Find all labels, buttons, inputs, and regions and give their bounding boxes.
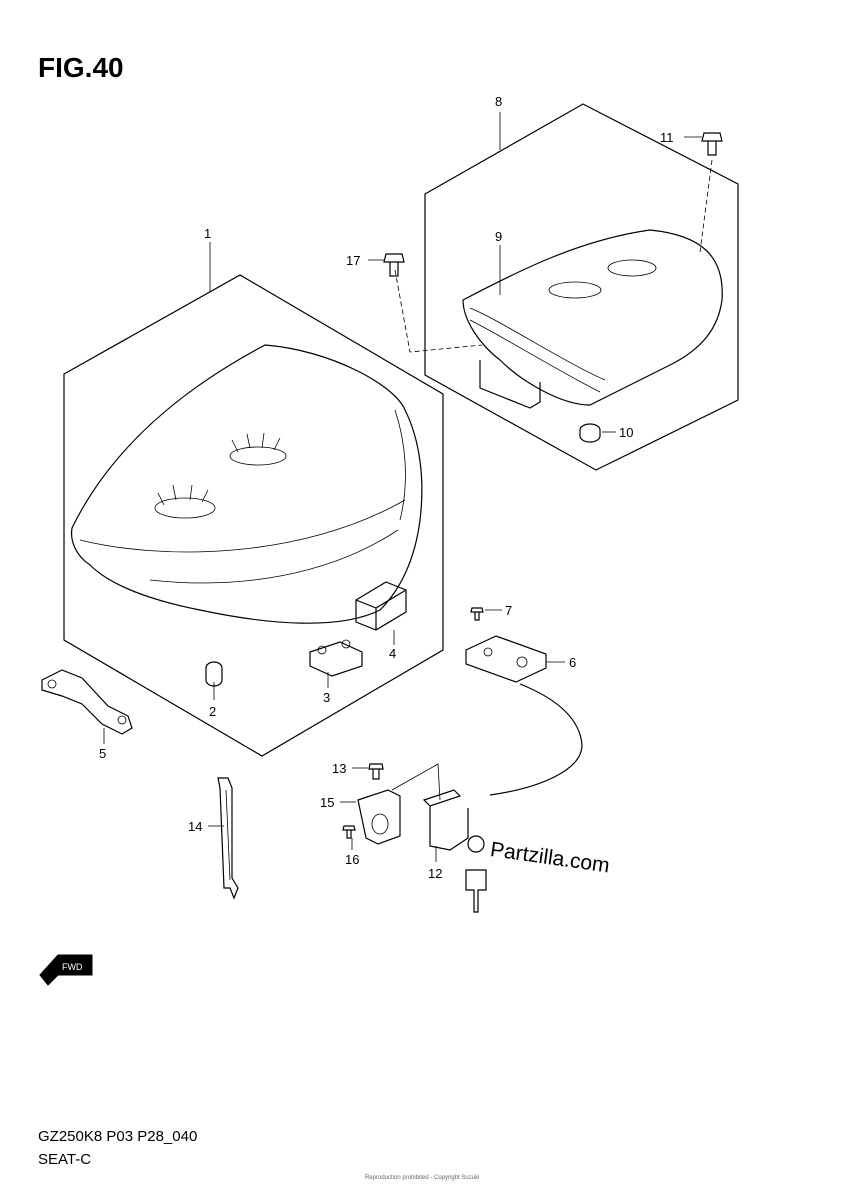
part-14-strap-line	[225, 789, 231, 881]
front-seat-dimple-upper-lines	[231, 432, 281, 453]
fwd-arrow: FWD	[39, 954, 93, 986]
front-seat-seam	[79, 499, 406, 553]
rear-seat-box-outline	[424, 103, 739, 471]
callout-2[interactable]: 2	[209, 704, 216, 719]
part-16-screw[interactable]	[342, 825, 356, 839]
part-6-cable	[489, 683, 583, 796]
callout-10[interactable]: 10	[619, 425, 633, 440]
part-2-cushion[interactable]	[205, 661, 223, 687]
fwd-arrow-label: FWD	[62, 962, 83, 972]
part-15-guide	[391, 763, 441, 801]
rear-seat-seam	[469, 307, 606, 381]
part-10-cushion[interactable]	[579, 423, 601, 443]
part-11-bolt[interactable]	[701, 132, 723, 156]
callout-16[interactable]: 16	[345, 852, 359, 867]
part-5-bracket[interactable]	[41, 669, 133, 735]
callout-5[interactable]: 5	[99, 746, 106, 761]
figure-title: FIG.40	[38, 52, 124, 83]
rear-seat-body	[462, 229, 723, 406]
part-4-damper[interactable]	[355, 581, 407, 631]
callout-14[interactable]: 14	[188, 819, 202, 834]
rear-seat-dimple-a	[548, 281, 602, 299]
part-14-strap[interactable]	[217, 777, 239, 900]
front-seat-dimple-upper	[229, 446, 287, 466]
callout-17[interactable]: 17	[346, 253, 360, 268]
part-5-hole-a	[47, 679, 57, 689]
callout-3[interactable]: 3	[323, 690, 330, 705]
front-seat-assembly[interactable]	[63, 274, 444, 757]
callout-12[interactable]: 12	[428, 866, 442, 881]
copyright-note: Reproduction prohibited - Copyright Suzu…	[365, 1175, 480, 1181]
part-17-bolt[interactable]	[383, 253, 405, 277]
front-seat-dimple-lower-lines	[157, 484, 209, 506]
front-seat-body	[70, 344, 423, 624]
callout-7[interactable]: 7	[505, 603, 512, 618]
callout-11[interactable]: 11	[660, 130, 674, 145]
part-5-hole-b	[117, 715, 127, 725]
callout-6[interactable]: 6	[569, 655, 576, 670]
part-12-key-ring	[467, 835, 485, 853]
part-15-bracket[interactable]	[357, 789, 401, 845]
front-seat-lower-seam	[149, 529, 399, 584]
callout-1[interactable]: 1	[204, 226, 211, 241]
part-12-seat-lock[interactable]	[422, 789, 469, 851]
callout-8[interactable]: 8	[495, 94, 502, 109]
part-6-hole-b	[516, 656, 528, 668]
callout-4[interactable]: 4	[389, 646, 396, 661]
rear-seat-dimple-b	[607, 259, 657, 277]
part-15-hole	[371, 813, 389, 835]
part-13-bolt[interactable]	[368, 763, 384, 780]
rear-seat-assembly[interactable]	[394, 103, 739, 471]
section-name: SEAT-C	[38, 1151, 92, 1168]
callout-13[interactable]: 13	[332, 761, 346, 776]
part-7-screw[interactable]	[470, 607, 484, 621]
part-3-hole-a	[317, 645, 327, 655]
callout-9[interactable]: 9	[495, 229, 502, 244]
part-3-bracket[interactable]	[309, 641, 363, 677]
front-seat-dimple-lower	[154, 497, 216, 519]
model-code: GZ250K8 P03 P28_040	[38, 1128, 198, 1145]
front-seat-box-outline	[63, 274, 444, 757]
rear-seat-base-bracket	[479, 360, 541, 409]
bolt-11-guide	[699, 159, 713, 253]
part-12-key	[465, 869, 487, 913]
part-6-seat-opener[interactable]	[465, 635, 547, 683]
bolt-17-guide	[394, 269, 483, 353]
fwd-arrow-shape	[39, 954, 93, 986]
rear-seat-seam-2	[469, 319, 601, 393]
callout-15[interactable]: 15	[320, 795, 334, 810]
part-6-hole-a	[483, 647, 493, 657]
part-3-hole-b	[341, 639, 351, 649]
front-seat-edge	[394, 409, 406, 521]
